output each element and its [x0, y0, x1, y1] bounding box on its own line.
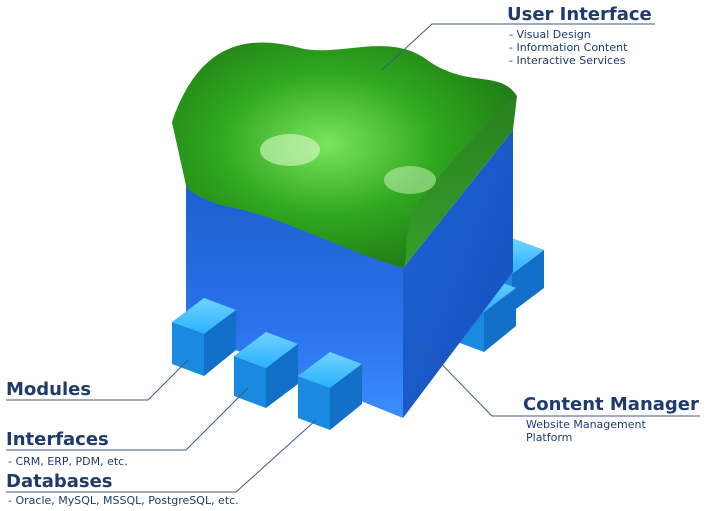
leader-lines [6, 23, 700, 493]
interfaces-items: CRM, ERP, PDM, etc. [8, 455, 127, 468]
list-item: Interactive Services [509, 54, 627, 67]
description-line: Website Management [526, 418, 646, 431]
module-block [172, 298, 236, 376]
user-interface-layer [172, 42, 517, 268]
cube-side-face [403, 130, 513, 418]
user-interface-items: Visual Design Information Content Intera… [509, 28, 627, 67]
content-manager-description: Website Management Platform [526, 418, 646, 444]
user-interface-title: User Interface [507, 4, 652, 25]
list-item: CRM, ERP, PDM, etc. [8, 455, 127, 468]
leader-modules [6, 359, 189, 401]
content-manager-title: Content Manager [523, 394, 699, 415]
database-block [298, 352, 362, 430]
leader-user-interface [381, 23, 655, 71]
list-item: Visual Design [509, 28, 627, 41]
list-item: Information Content [509, 41, 627, 54]
ui-layer-surface [172, 42, 517, 268]
leader-databases [6, 419, 317, 493]
interface-block [234, 332, 298, 408]
modules-title: Modules [6, 379, 92, 400]
list-item: Oracle, MySQL, MSSQL, PostgreSQL, etc. [8, 494, 238, 507]
interfaces-title: Interfaces [6, 429, 109, 450]
description-line: Platform [526, 431, 573, 444]
front-connector-blocks [172, 298, 362, 430]
databases-title: Databases [6, 471, 113, 492]
leader-interfaces [6, 387, 249, 451]
leader-content-manager [419, 341, 700, 417]
databases-items: Oracle, MySQL, MSSQL, PostgreSQL, etc. [8, 494, 238, 507]
